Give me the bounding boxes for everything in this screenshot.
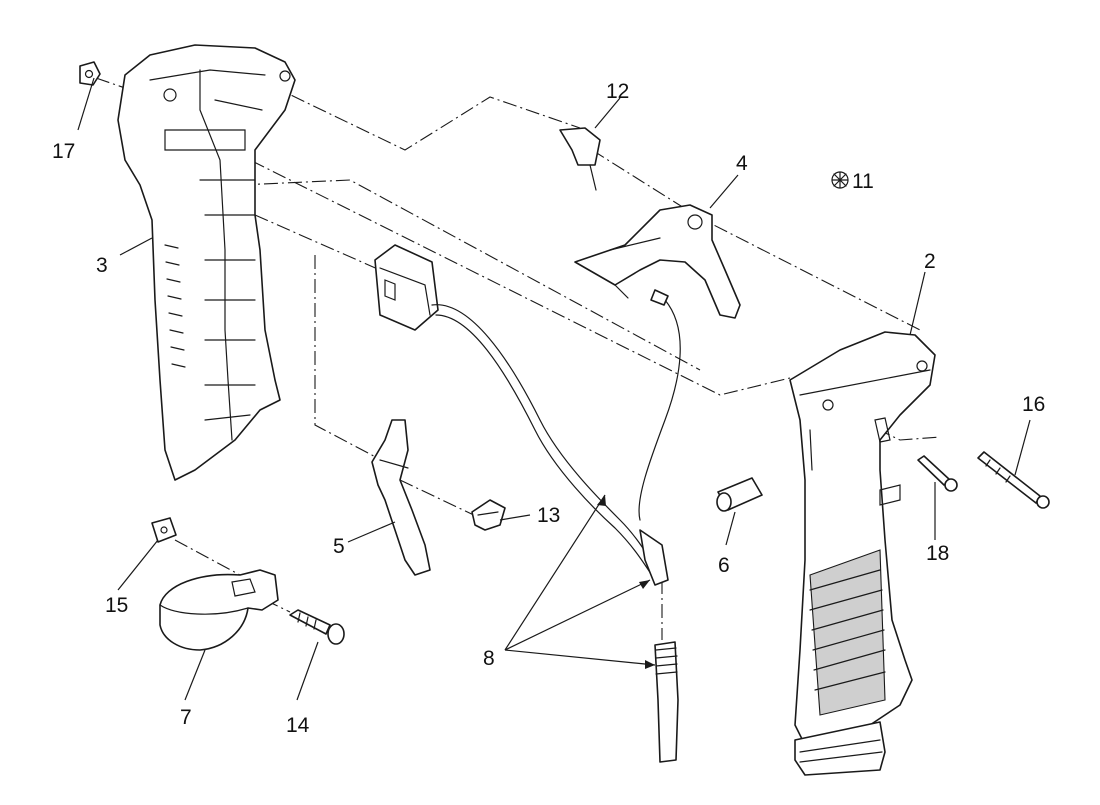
screw-part-14	[289, 609, 345, 645]
assembly-line	[229, 149, 791, 396]
arrowhead	[597, 495, 606, 506]
label-part-2: 2	[924, 250, 936, 273]
label-part-16: 16	[1022, 393, 1045, 416]
leader-line-8a	[504, 494, 606, 651]
part-labels: 2 3 4 5 6 7 8 11 12 13 14 15 16 17 18	[52, 80, 1045, 737]
label-part-18: 18	[926, 542, 949, 565]
leader-line-13	[499, 514, 531, 521]
pin-part-6	[716, 477, 763, 512]
screw-part-18	[917, 455, 958, 492]
long-screw-part-16	[977, 451, 1050, 509]
leader-line-15	[117, 539, 159, 591]
label-part-4: 4	[736, 152, 748, 175]
label-part-8: 8	[483, 647, 495, 670]
label-part-5: 5	[333, 535, 345, 558]
leader-line-8b	[504, 579, 651, 651]
leader-line-4	[709, 174, 739, 209]
trigger-part-5	[371, 419, 431, 576]
assembly-line	[399, 479, 481, 519]
label-part-6: 6	[718, 554, 730, 577]
label-part-17: 17	[52, 140, 75, 163]
clamp-band-part-7	[159, 569, 279, 651]
leader-lines	[77, 77, 1031, 701]
cable-assembly-part-8	[431, 289, 681, 763]
leader-line-8c	[504, 649, 656, 666]
left-handle-half-part-3	[117, 44, 296, 481]
leader-line-17	[77, 77, 95, 131]
right-handle-half-part-2	[789, 331, 936, 776]
nut-part-17	[79, 61, 101, 86]
leader-line-3	[119, 237, 153, 256]
label-part-14: 14	[286, 714, 310, 737]
leader-line-7	[184, 649, 206, 701]
switch-block	[374, 244, 439, 331]
asterisk-circle-icon	[831, 171, 849, 189]
leader-line-2	[909, 271, 926, 336]
throttle-lever-part-4	[574, 204, 741, 319]
arrowhead	[639, 580, 650, 589]
leader-line-12	[594, 97, 621, 129]
label-part-11: 11	[852, 170, 874, 193]
label-part-15: 15	[105, 594, 128, 617]
leader-line-6	[725, 511, 736, 546]
clip-part-13	[471, 499, 506, 531]
clip-part-12	[559, 127, 601, 191]
leader-line-5	[347, 521, 396, 543]
square-nut-part-15	[151, 517, 177, 543]
assembly-line	[269, 84, 581, 151]
label-part-3: 3	[96, 254, 108, 277]
assembly-line	[239, 179, 701, 371]
label-part-13: 13	[537, 504, 560, 527]
leader-line-14	[296, 641, 319, 701]
assembly-line	[314, 255, 386, 463]
label-part-12: 12	[606, 80, 629, 103]
label-part-7: 7	[180, 706, 192, 729]
assembly-line	[174, 539, 241, 576]
assembly-line	[254, 214, 381, 271]
arrowhead	[645, 660, 655, 669]
leader-line-16	[1014, 419, 1031, 476]
